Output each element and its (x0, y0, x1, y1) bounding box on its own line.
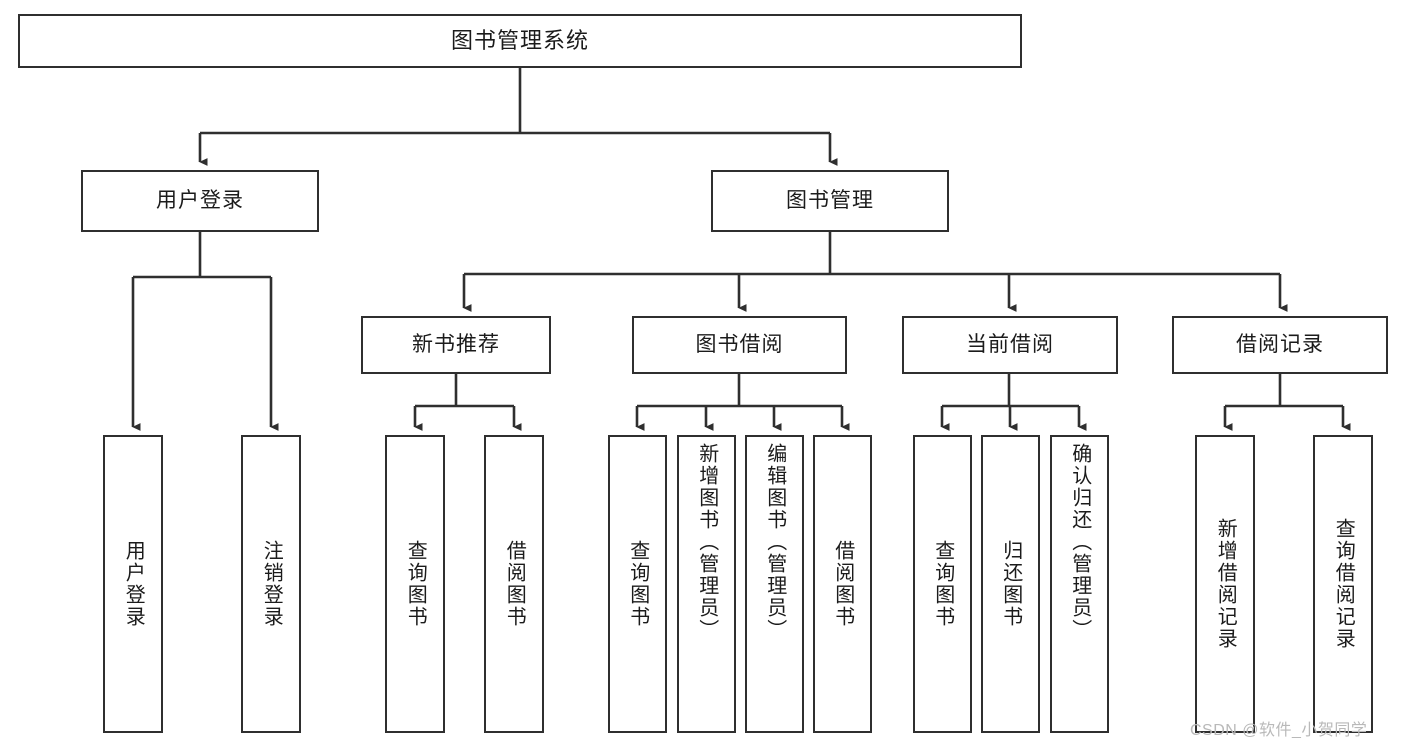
node-label: 查询图书 (931, 540, 954, 628)
node-label: 注销登录 (260, 540, 283, 628)
leaf-add-borrow-record[interactable]: 新增借阅记录 (1195, 435, 1255, 733)
node-label: 图书借阅 (695, 333, 784, 357)
leaf-borrow-book[interactable]: 借阅图书 (813, 435, 872, 733)
node-label: 新增图书（管理员） (695, 443, 718, 641)
node-label: 归还图书 (999, 540, 1022, 628)
node-label: 借阅图书 (503, 540, 526, 628)
node-label: 借阅记录 (1236, 333, 1324, 357)
leaf-user-login[interactable]: 用户登录 (103, 435, 163, 733)
node-book-management[interactable]: 图书管理 (711, 170, 949, 232)
node-label: 编辑图书（管理员） (763, 443, 786, 641)
leaf-query-book-current[interactable]: 查询图书 (913, 435, 972, 733)
leaf-query-book-recommend[interactable]: 查询图书 (385, 435, 445, 733)
node-borrow-record[interactable]: 借阅记录 (1172, 316, 1388, 374)
node-label: 借阅图书 (831, 540, 854, 628)
node-label: 新增借阅记录 (1214, 518, 1237, 650)
node-label: 新书推荐 (412, 333, 500, 357)
leaf-user-logout[interactable]: 注销登录 (241, 435, 301, 733)
node-book-borrow[interactable]: 图书借阅 (632, 316, 847, 374)
node-label: 用户登录 (156, 189, 244, 213)
node-root-system[interactable]: 图书管理系统 (18, 14, 1022, 68)
node-user-login[interactable]: 用户登录 (81, 170, 319, 232)
node-label: 查询图书 (626, 540, 649, 628)
leaf-query-borrow-record[interactable]: 查询借阅记录 (1313, 435, 1373, 733)
leaf-edit-book-admin[interactable]: 编辑图书（管理员） (745, 435, 804, 733)
leaf-return-book[interactable]: 归还图书 (981, 435, 1040, 733)
leaf-query-book-borrow[interactable]: 查询图书 (608, 435, 667, 733)
leaf-confirm-return-admin[interactable]: 确认归还（管理员） (1050, 435, 1109, 733)
node-new-book-recommend[interactable]: 新书推荐 (361, 316, 551, 374)
node-label: 当前借阅 (966, 333, 1054, 357)
node-label: 查询借阅记录 (1332, 518, 1355, 650)
node-label: 用户登录 (122, 540, 145, 628)
watermark-text: CSDN @软件_小贺同学 (1190, 722, 1368, 739)
leaf-add-book-admin[interactable]: 新增图书（管理员） (677, 435, 736, 733)
node-label: 图书管理 (786, 189, 874, 213)
node-label: 查询图书 (404, 540, 427, 628)
node-label: 图书管理系统 (450, 27, 589, 53)
node-current-borrow[interactable]: 当前借阅 (902, 316, 1118, 374)
node-label: 确认归还（管理员） (1068, 443, 1091, 641)
leaf-borrow-book-recommend[interactable]: 借阅图书 (484, 435, 544, 733)
